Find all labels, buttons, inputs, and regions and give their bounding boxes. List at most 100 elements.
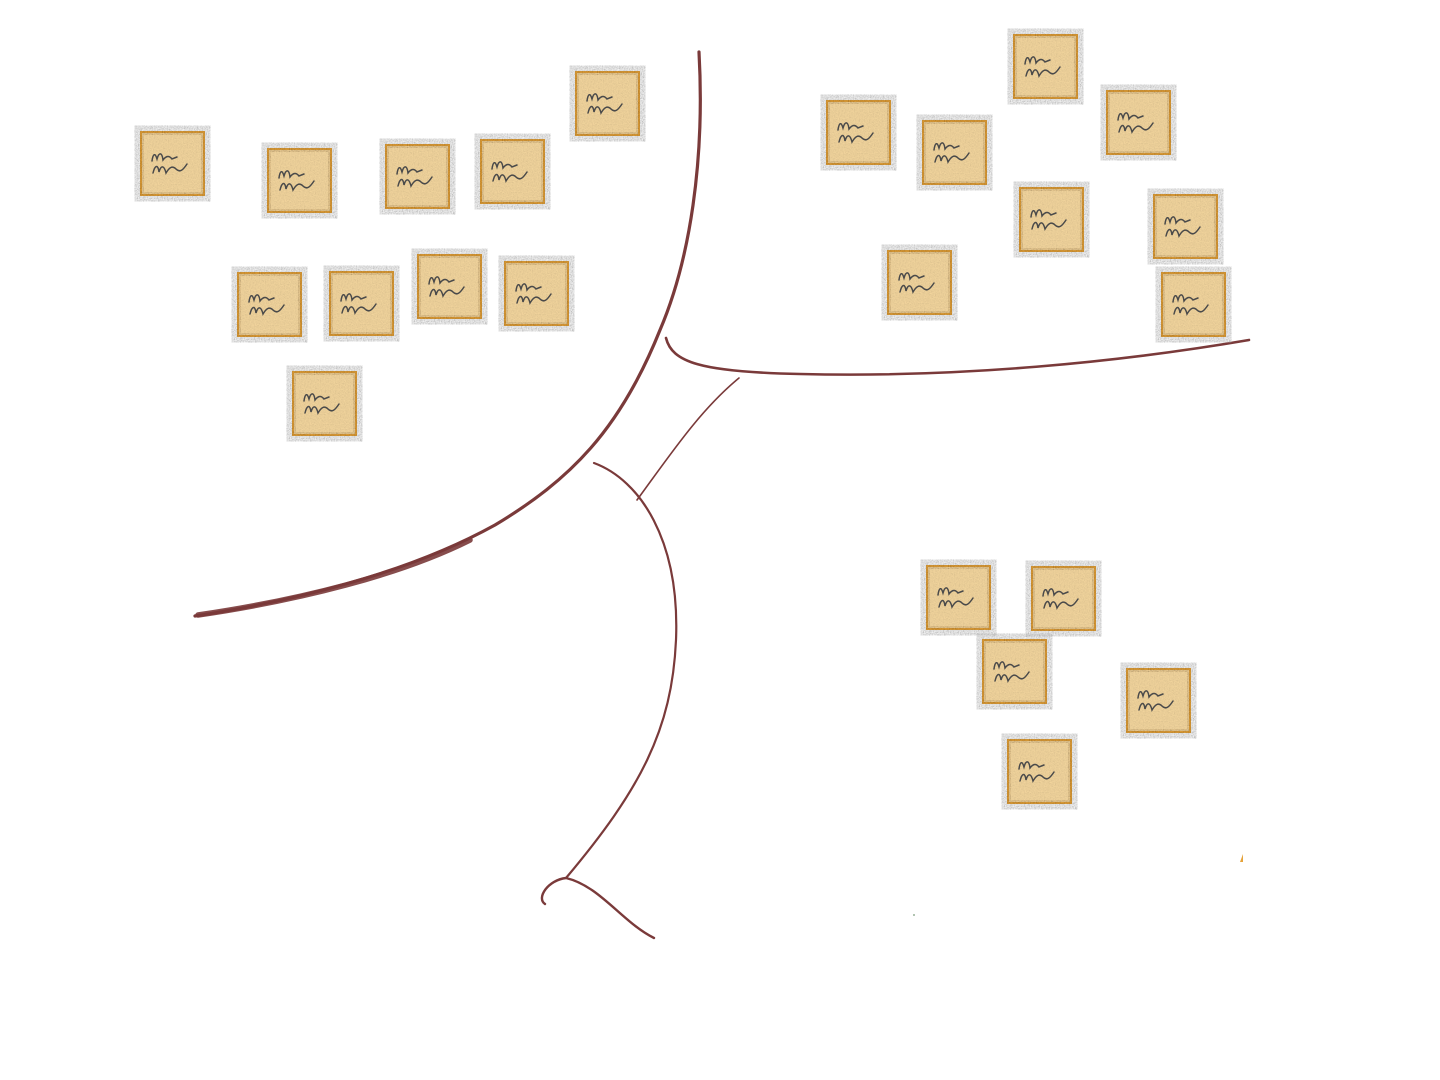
scribble-icon xyxy=(993,661,1020,670)
scribble-icon xyxy=(1173,304,1209,316)
scribble-icon xyxy=(934,152,970,164)
scribble-icon xyxy=(1024,56,1051,65)
scribble-icon xyxy=(340,293,367,302)
sticky-note[interactable] xyxy=(385,144,450,209)
scribble-icon xyxy=(937,587,964,596)
scribble-icon xyxy=(1043,598,1079,610)
scribble-icon xyxy=(586,93,613,102)
scribble-icon xyxy=(152,163,188,175)
scribble-icon xyxy=(1164,216,1191,225)
scribble-icon xyxy=(397,176,433,188)
scribble-icon xyxy=(838,132,874,144)
sticky-note-highlight xyxy=(1035,570,1092,627)
scribble-icon xyxy=(428,276,455,285)
sticky-note-highlight xyxy=(1130,672,1187,729)
scribble-icon xyxy=(492,171,528,183)
dividers xyxy=(193,50,1251,940)
sticky-note[interactable] xyxy=(1153,194,1218,259)
scribble-icon xyxy=(248,294,275,303)
sticky-note[interactable] xyxy=(1007,739,1072,804)
scribble-icon xyxy=(491,161,518,170)
scribble-icon xyxy=(1025,66,1061,78)
sticky-note-highlight xyxy=(891,254,948,311)
sticky-note-highlight xyxy=(579,75,636,132)
sticky-note[interactable] xyxy=(417,254,482,319)
sticky-note[interactable] xyxy=(922,120,987,185)
stray-dot xyxy=(913,914,915,916)
sticky-note[interactable] xyxy=(982,639,1047,704)
scribble-icon xyxy=(151,153,178,162)
scribble-icon xyxy=(1042,588,1069,597)
scribble-icon xyxy=(516,293,552,305)
sticky-note[interactable] xyxy=(504,261,569,326)
sticky-note-highlight xyxy=(1023,191,1080,248)
sticky-note-highlight xyxy=(1157,198,1214,255)
sticky-note[interactable] xyxy=(140,131,205,196)
sticky-note[interactable] xyxy=(267,148,332,213)
sticky-note-highlight xyxy=(271,152,328,209)
sticky-note[interactable] xyxy=(926,565,991,630)
scribble-icon xyxy=(1172,294,1199,303)
sticky-note-highlight xyxy=(421,258,478,315)
sticky-note-highlight xyxy=(389,148,446,205)
sticky-note[interactable] xyxy=(480,139,545,204)
scribble-icon xyxy=(1138,700,1174,712)
sticky-note-highlight xyxy=(484,143,541,200)
sticky-note-highlight xyxy=(930,569,987,626)
sticky-note-highlight xyxy=(1165,276,1222,333)
sticky-note[interactable] xyxy=(1161,272,1226,337)
scribble-icon xyxy=(341,303,377,315)
sticky-note-highlight xyxy=(296,375,353,432)
scribble-icon xyxy=(429,286,465,298)
scribble-icon xyxy=(933,142,960,151)
sticky-note-highlight xyxy=(241,276,298,333)
scribble-icon xyxy=(279,180,315,192)
sticky-note[interactable] xyxy=(1126,668,1191,733)
sticky-note[interactable] xyxy=(1019,187,1084,252)
sticky-note-highlight xyxy=(144,135,201,192)
scribble-icon xyxy=(1118,122,1154,134)
scribble-icon xyxy=(899,282,935,294)
sticky-note-highlight xyxy=(1110,94,1167,151)
scribble-icon xyxy=(515,283,542,292)
sticky-note[interactable] xyxy=(1031,566,1096,631)
scribble-icon xyxy=(396,166,423,175)
scribble-icon xyxy=(1137,690,1164,699)
scribble-icon xyxy=(249,304,285,316)
sticky-note-highlight xyxy=(508,265,565,322)
sticky-notes xyxy=(140,34,1226,804)
sticky-note-highlight xyxy=(1017,38,1074,95)
sticky-note-highlight xyxy=(926,124,983,181)
sticky-note-highlight xyxy=(986,643,1043,700)
sticky-note-highlight xyxy=(1011,743,1068,800)
stray-mark-orange xyxy=(1240,854,1243,862)
sticky-note[interactable] xyxy=(887,250,952,315)
sticky-note[interactable] xyxy=(1013,34,1078,99)
divider-bottom-branch xyxy=(564,461,678,880)
divider-connector xyxy=(636,377,740,501)
scribble-icon xyxy=(1031,219,1067,231)
scribble-icon xyxy=(303,393,330,402)
scribble-icon xyxy=(1165,226,1201,238)
sticky-note[interactable] xyxy=(237,272,302,337)
divider-main-curve-thick xyxy=(195,537,473,618)
stray-marks xyxy=(913,854,1243,916)
sticky-note[interactable] xyxy=(329,271,394,336)
divider-bottom-curl xyxy=(540,876,656,940)
sticky-note[interactable] xyxy=(292,371,357,436)
sticky-note-highlight xyxy=(333,275,390,332)
scribble-icon xyxy=(898,272,925,281)
sticky-note-highlight xyxy=(830,104,887,161)
divider-right-branch xyxy=(664,336,1251,376)
scribble-icon xyxy=(938,597,974,609)
sticky-note[interactable] xyxy=(1106,90,1171,155)
scribble-icon xyxy=(304,403,340,415)
sticky-note[interactable] xyxy=(826,100,891,165)
sticky-note[interactable] xyxy=(575,71,640,136)
scribble-icon xyxy=(587,103,623,115)
scribble-icon xyxy=(278,170,305,179)
scribble-icon xyxy=(1030,209,1057,218)
scribble-icon xyxy=(994,671,1030,683)
scribble-icon xyxy=(1018,761,1045,770)
